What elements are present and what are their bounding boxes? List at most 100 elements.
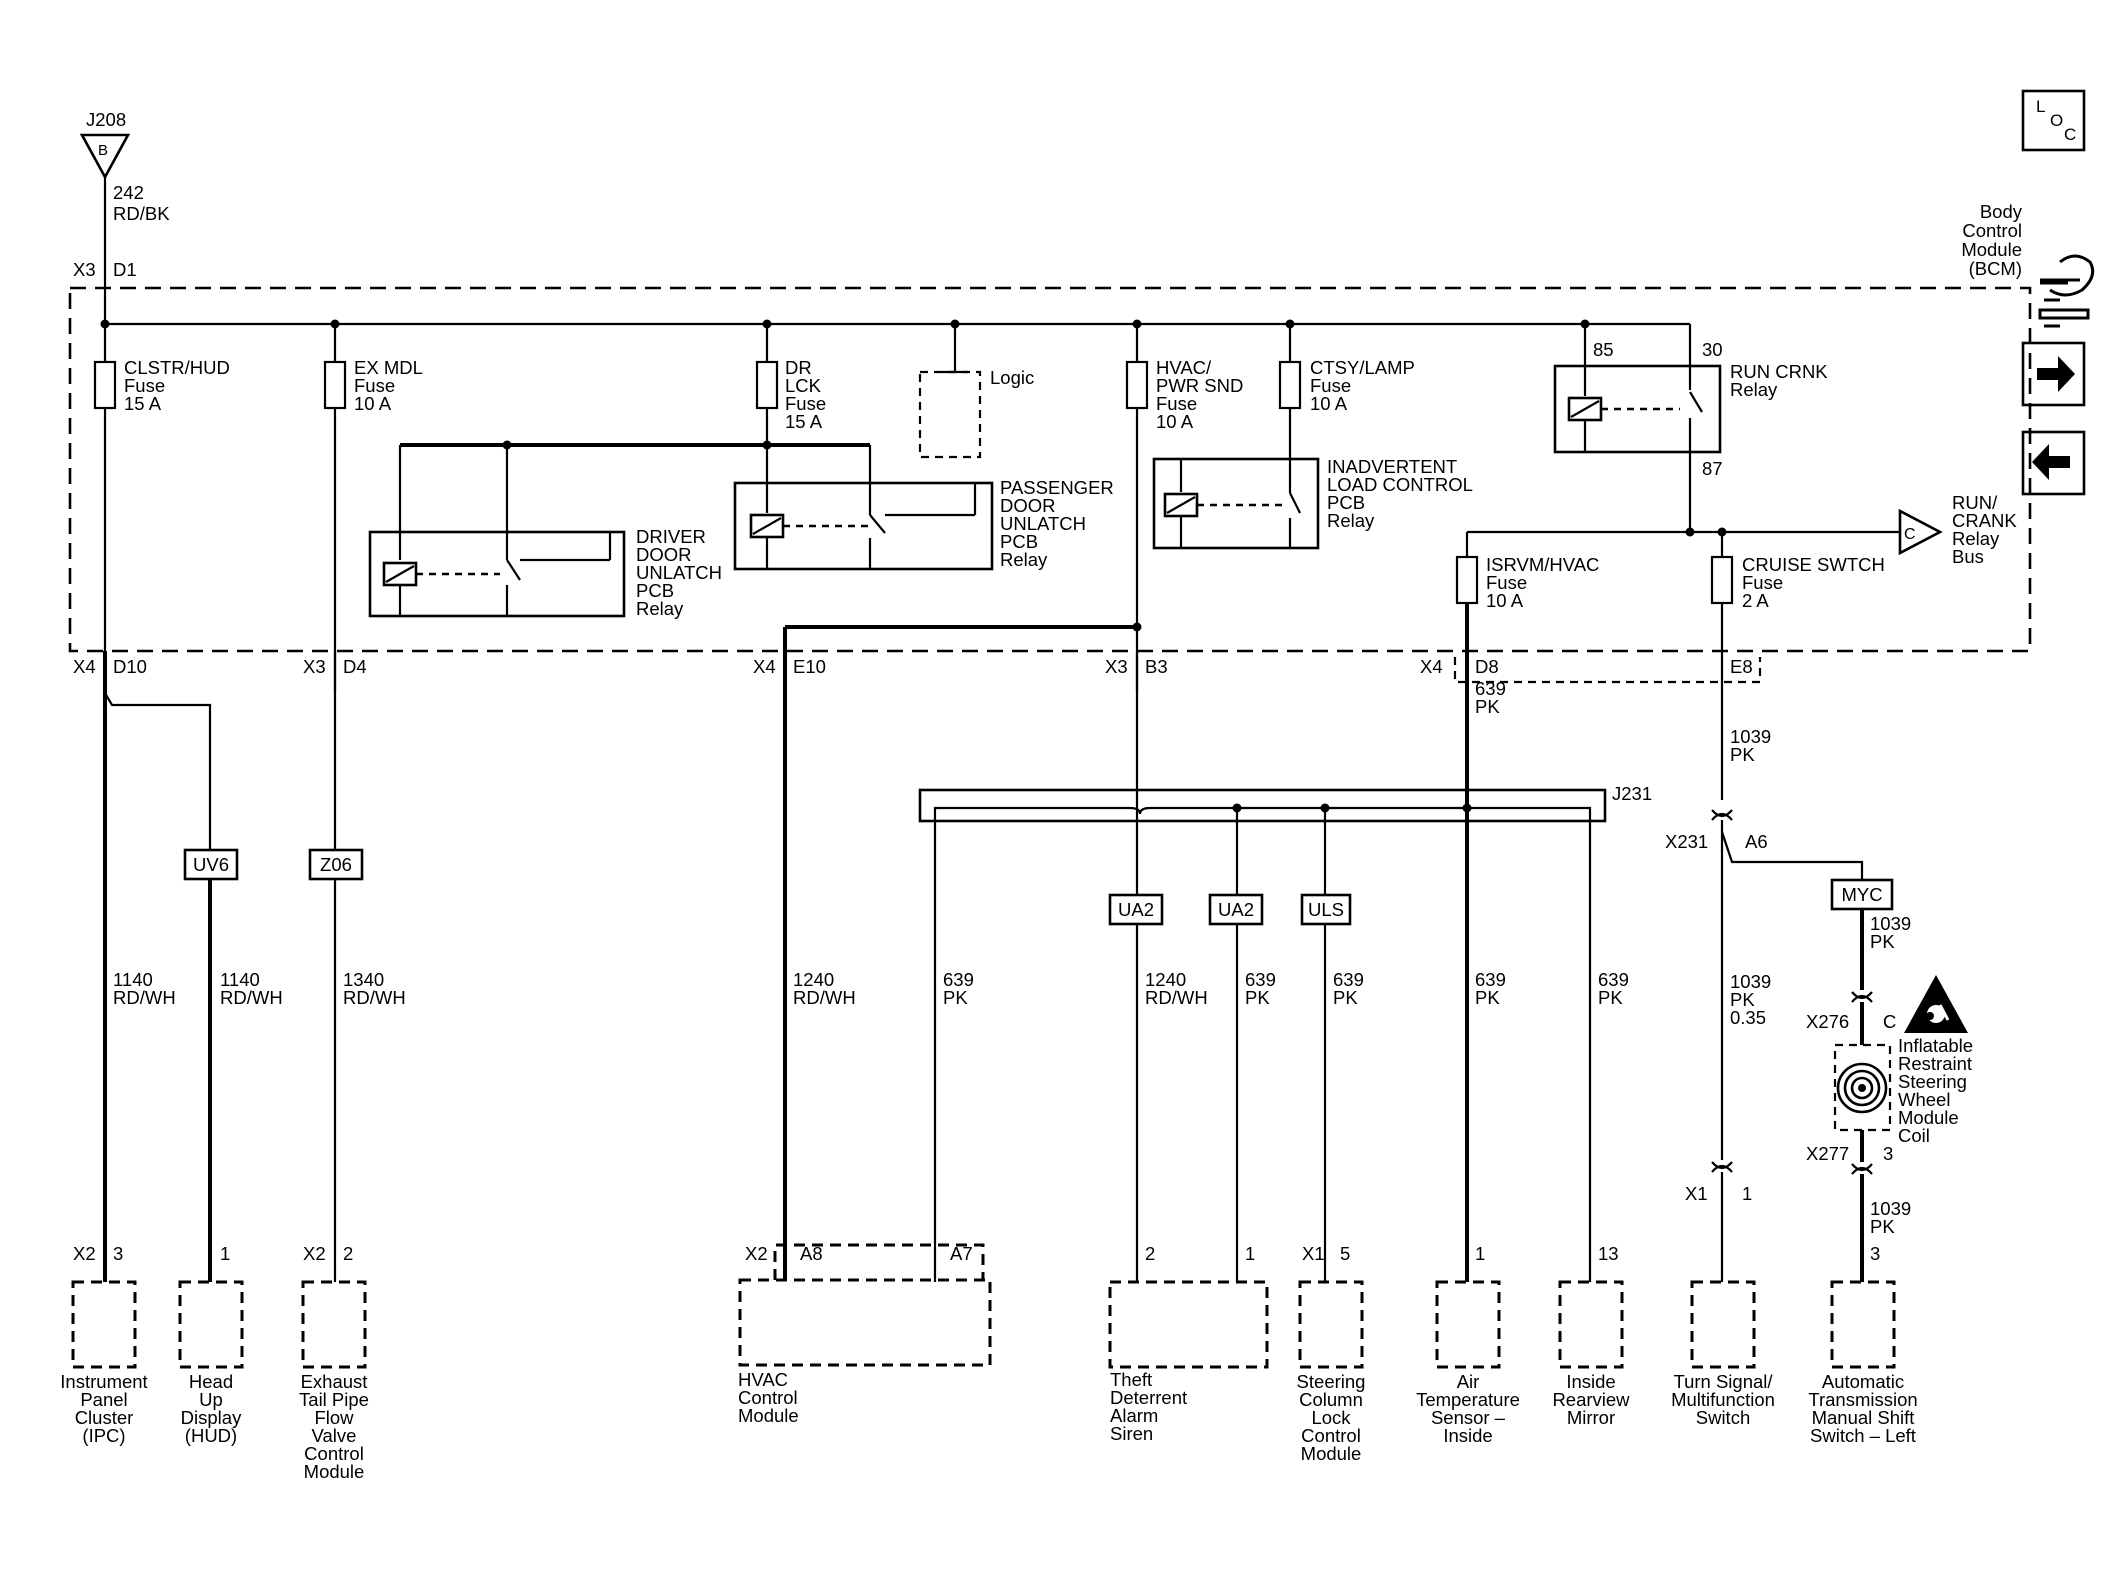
logic-label: Logic: [990, 367, 1034, 388]
svg-text:Control: Control: [738, 1387, 798, 1408]
prev-page-button[interactable]: [2021, 430, 2086, 496]
comp-turn-label: Turn Signal/ Multifunction Switch: [1671, 1371, 1775, 1428]
x231-pin: A6: [1745, 831, 1768, 852]
svg-text:Body: Body: [1980, 201, 2023, 222]
bcm-out-3-conn: X4: [753, 656, 776, 677]
fuse-2-line-2: Fuse: [354, 375, 395, 396]
arrow-right-icon: [2037, 356, 2075, 392]
wire-5-color: PK: [943, 987, 968, 1008]
bcm-out-1-pin: D10: [113, 656, 147, 677]
svg-text:Bus: Bus: [1952, 546, 1984, 567]
option-myc-label: MYC: [1841, 884, 1882, 905]
fuse-3-line-2: LCK: [785, 375, 822, 396]
source-triangle: [79, 133, 131, 180]
comp-mirror-pin: 13: [1598, 1243, 1619, 1264]
wire-2-color: RD/WH: [220, 987, 283, 1008]
svg-text:Theft: Theft: [1110, 1369, 1152, 1390]
loc-button[interactable]: L O C: [2021, 89, 2086, 152]
x276-inline-connector: [1851, 991, 1873, 1000]
comp-theft-pin-1: 1: [1245, 1243, 1255, 1264]
wire-3-circuit: 1340: [343, 969, 384, 990]
svg-text:Cluster: Cluster: [75, 1407, 134, 1428]
source-circuit: 242: [113, 182, 144, 203]
bcm-input-conn: X3: [73, 259, 96, 280]
comp-theft-pin-2: 2: [1145, 1243, 1155, 1264]
svg-text:Module: Module: [1961, 239, 2022, 260]
comp-theft-label: Theft Deterrent Alarm Siren: [1110, 1369, 1187, 1444]
svg-text:Mirror: Mirror: [1567, 1407, 1615, 1428]
comp-exhaust-pin: 2: [343, 1243, 353, 1264]
wire-14-color: PK: [1870, 931, 1895, 952]
instrument-panel-cluster: [71, 1280, 137, 1369]
wire-15-color: PK: [1870, 1216, 1895, 1237]
comp-turn-conn: X1: [1685, 1183, 1708, 1204]
wire-6-color: RD/WH: [1145, 987, 1208, 1008]
wire-4-color: RD/WH: [793, 987, 856, 1008]
fuse-6-line-1: ISRVM/HVAC: [1486, 554, 1599, 575]
comp-hud-label: Head Up Display (HUD): [181, 1371, 242, 1446]
x231-label: X231: [1665, 831, 1708, 852]
svg-text:UNLATCH: UNLATCH: [636, 562, 722, 583]
wire-7-circuit: 639: [1245, 969, 1276, 990]
svg-text:Steering: Steering: [1297, 1371, 1366, 1392]
air-temperature-sensor-inside: [1435, 1280, 1501, 1369]
theft-deterrent-alarm-siren: [1108, 1280, 1269, 1369]
comp-exhaust-conn: X2: [303, 1243, 326, 1264]
comp-scl-label: Steering Column Lock Control Module: [1297, 1371, 1366, 1464]
passenger-relay-label: PASSENGER DOOR UNLATCH PCB Relay: [1000, 477, 1114, 570]
svg-text:(BCM): (BCM): [1969, 258, 2022, 279]
svg-text:Air: Air: [1457, 1371, 1480, 1392]
fuse-5-line-1: CTSY/LAMP: [1310, 357, 1415, 378]
driver-relay-label: DRIVER DOOR UNLATCH PCB Relay: [636, 526, 722, 619]
svg-text:PASSENGER: PASSENGER: [1000, 477, 1114, 498]
svg-text:Display: Display: [181, 1407, 242, 1428]
hvac-control-module: [738, 1278, 992, 1367]
comp-hvac-label: HVAC Control Module: [738, 1369, 799, 1426]
wire-13-size: 0.35: [1730, 1007, 1766, 1028]
fuse-5-line-2: Fuse: [1310, 375, 1351, 396]
head-up-display: [178, 1280, 244, 1369]
svg-text:Module: Module: [1898, 1107, 1959, 1128]
svg-text:Turn Signal/: Turn Signal/: [1673, 1371, 1773, 1392]
component-tools-icon[interactable]: [2038, 254, 2095, 328]
j208-label: J208: [86, 109, 126, 130]
svg-text:Module: Module: [738, 1405, 799, 1426]
svg-text:CRANK: CRANK: [1952, 510, 2017, 531]
wire-4-circuit: 1240: [793, 969, 834, 990]
wire-8-circuit: 639: [1333, 969, 1364, 990]
comp-ipc-label: Instrument Panel Cluster (IPC): [60, 1371, 147, 1446]
svg-text:PCB: PCB: [1327, 492, 1365, 513]
fuse-ctsy-lamp: [1278, 360, 1302, 410]
fuse-5-line-3: 10 A: [1310, 393, 1348, 414]
svg-text:Restraint: Restraint: [1898, 1053, 1972, 1074]
svg-text:DRIVER: DRIVER: [636, 526, 706, 547]
svg-text:Control: Control: [304, 1443, 364, 1464]
svg-text:Switch – Left: Switch – Left: [1810, 1425, 1916, 1446]
wire-13-circuit: 1039: [1730, 971, 1771, 992]
svg-text:Inflatable: Inflatable: [1898, 1035, 1973, 1056]
logic-box: [918, 370, 982, 459]
option-uls-label: ULS: [1308, 899, 1344, 920]
run-crank-relay-label: RUN CRNK Relay: [1730, 361, 1828, 400]
splice-j231: [918, 788, 1607, 823]
fuse-cruise-swtch: [1710, 555, 1734, 605]
svg-text:Multifunction: Multifunction: [1671, 1389, 1775, 1410]
bus-letter: C: [1904, 526, 1916, 543]
x277-inline-connector: [1851, 1163, 1873, 1172]
svg-text:Relay: Relay: [1000, 549, 1048, 570]
wire-1-circuit: 1140: [113, 969, 153, 990]
comp-hvac-pin-a7: A7: [950, 1243, 973, 1264]
option-ua2-a-label: UA2: [1118, 899, 1154, 920]
wire-5-circuit: 639: [943, 969, 974, 990]
comp-exhaust-label: Exhaust Tail Pipe Flow Valve Control Mod…: [299, 1371, 369, 1482]
turn-signal-multifunction-switch: [1690, 1280, 1756, 1369]
svg-text:Instrument: Instrument: [60, 1371, 147, 1392]
svg-text:(HUD): (HUD): [185, 1425, 237, 1446]
bcm-out-2-conn: X3: [303, 656, 326, 677]
svg-text:Wheel: Wheel: [1898, 1089, 1950, 1110]
comp-ipc-pin: 3: [113, 1243, 123, 1264]
fuse-7-line-2: Fuse: [1742, 572, 1783, 593]
next-page-button[interactable]: [2021, 341, 2086, 407]
comp-scl-conn: X1: [1302, 1243, 1325, 1264]
x276-pin: C: [1883, 1011, 1896, 1032]
